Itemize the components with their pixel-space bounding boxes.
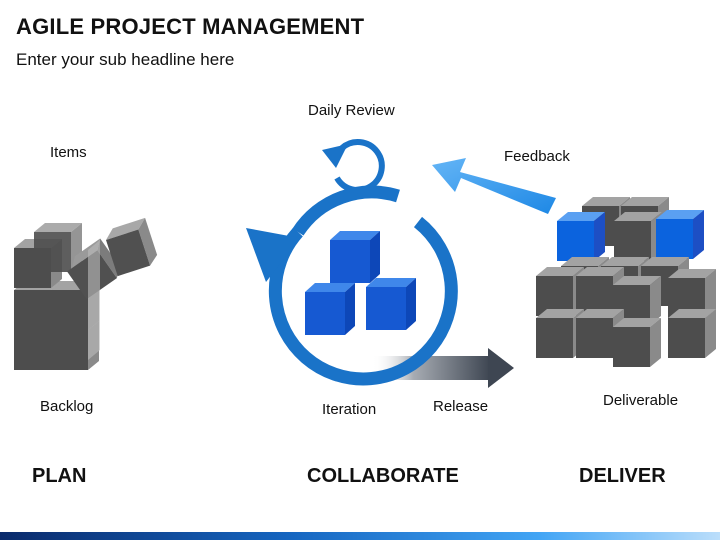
release-label: Release: [433, 398, 489, 415]
iteration-cubes: [305, 231, 416, 335]
phase-collaborate: COLLABORATE: [307, 465, 459, 487]
feedback-arrow: [432, 158, 556, 214]
iteration-cycle-icon: [246, 185, 458, 386]
page-title: AGILE PROJECT MANAGEMENT: [16, 14, 365, 39]
deliverable-cubes: [536, 197, 716, 367]
daily-review-cycle-icon: [322, 139, 385, 194]
footer-gradient-bar: [0, 532, 720, 540]
daily-review-label: Daily Review: [308, 102, 395, 119]
backlog-cubes: [14, 217, 158, 370]
items-label: Items: [50, 144, 87, 161]
deliverable-label: Deliverable: [603, 392, 679, 409]
backlog-label: Backlog: [40, 398, 94, 415]
feedback-label: Feedback: [504, 148, 570, 165]
iteration-label: Iteration: [322, 401, 377, 418]
page-subtitle: Enter your sub headline here: [16, 50, 235, 69]
phase-deliver: DELIVER: [579, 465, 666, 487]
phase-plan: PLAN: [32, 465, 87, 487]
